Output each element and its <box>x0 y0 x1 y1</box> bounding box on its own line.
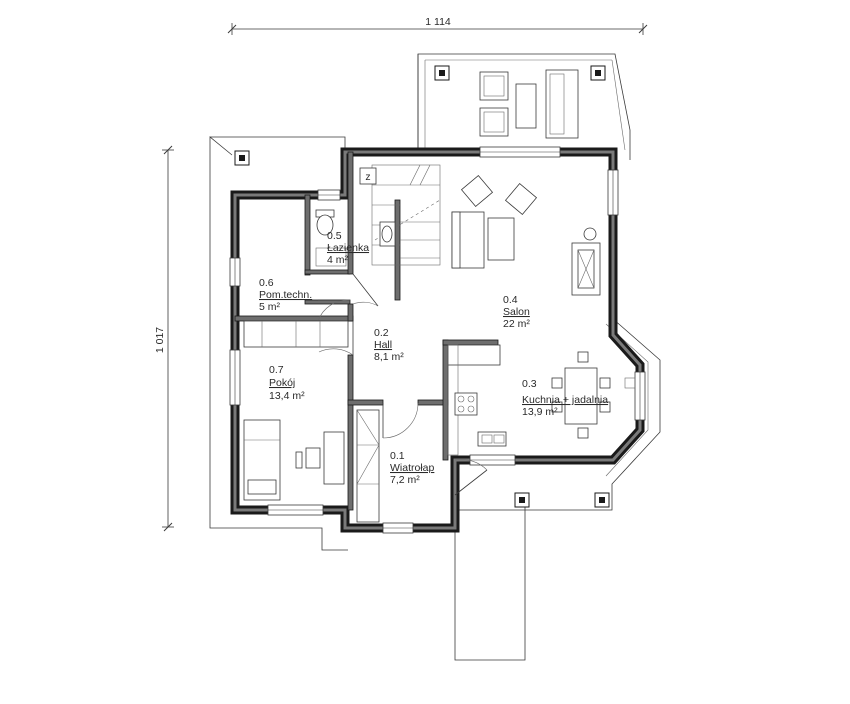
room-label-0-4: 0.4 Salon 22 m² <box>503 294 530 330</box>
door <box>454 459 488 496</box>
room-name: Wiatrołap <box>390 462 435 474</box>
door <box>318 321 354 356</box>
room-label-0-1: 0.1 Wiatrołap 7,2 m² <box>390 450 435 486</box>
room-name: Pom.techn. <box>259 289 312 301</box>
living-room-furniture <box>451 174 601 296</box>
doors <box>317 273 488 496</box>
door <box>382 402 419 439</box>
room-name: Hall <box>374 339 392 351</box>
window <box>634 371 646 421</box>
bedroom-furniture <box>243 419 345 501</box>
toilet-icon <box>315 209 335 236</box>
sofa-icon <box>451 211 485 269</box>
room-name: Salon <box>503 306 530 318</box>
dining-chair <box>624 377 636 389</box>
terrace-table <box>515 83 537 129</box>
stair-mark: z <box>365 171 370 183</box>
kitchen-sink-icon <box>477 431 507 447</box>
room-number: 0.5 <box>327 230 342 242</box>
bed-icon <box>243 419 281 501</box>
fireplace-icon <box>571 227 601 296</box>
armchair-icon <box>479 107 509 137</box>
room-label-0-7: 0.7 Pokój 13,4 m² <box>269 364 305 402</box>
internal-walls <box>234 151 499 511</box>
kitchen-counter <box>447 344 501 366</box>
armchair-icon <box>460 174 494 208</box>
width-dimension-label: 1 114 <box>425 16 451 28</box>
room-number: 0.7 <box>269 364 284 376</box>
room-area: 13,9 m² <box>522 406 558 418</box>
dining-table-icon <box>551 351 611 439</box>
height-dimension-label: 1 017 <box>154 327 166 353</box>
pillar <box>434 65 450 81</box>
pillar <box>590 65 606 81</box>
armchair-icon <box>479 71 509 101</box>
sink-icon <box>379 221 396 247</box>
width-dimension: 1 114 <box>227 16 648 35</box>
room-label-0-2: 0.2 Hall 8,1 m² <box>374 327 404 363</box>
door <box>317 299 351 322</box>
window <box>607 169 619 216</box>
room-number: 0.4 <box>503 294 518 306</box>
room-name: Kuchnia + jadalnia <box>522 394 608 406</box>
window <box>317 189 341 201</box>
room-number: 0.3 <box>522 378 537 390</box>
room-area: 7,2 m² <box>390 474 420 486</box>
room-area: 4 m² <box>327 254 349 266</box>
shower-tray <box>315 247 347 267</box>
pillar <box>514 492 530 508</box>
window <box>229 349 241 406</box>
door <box>352 273 379 307</box>
external-walls <box>230 147 645 533</box>
terrace-furniture <box>479 69 579 139</box>
window <box>229 257 241 287</box>
terrace-outlines <box>209 53 661 661</box>
room-name: Pokój <box>269 377 295 389</box>
room-label-0-6: 0.6 Pom.techn. 5 m² <box>259 277 312 313</box>
room-area: 22 m² <box>503 318 530 330</box>
kitchen-furniture <box>447 344 636 456</box>
room-label-0-5: 0.5 Łazienka 4 m² <box>327 230 369 266</box>
desk-icon <box>295 431 345 485</box>
window <box>469 454 516 466</box>
pillars <box>234 65 610 508</box>
vestibule-wardrobe <box>356 409 380 523</box>
room-area: 8,1 m² <box>374 351 404 363</box>
height-dimension: 1 017 <box>154 145 174 532</box>
room-area: 5 m² <box>259 301 281 313</box>
armchair-icon <box>504 182 538 216</box>
terrace-sofa-icon <box>545 69 579 139</box>
window <box>267 504 324 516</box>
pillar <box>594 492 610 508</box>
bathroom-fixtures <box>315 209 396 267</box>
pillar <box>234 150 250 166</box>
staircase: z <box>359 164 441 266</box>
room-number: 0.6 <box>259 277 274 289</box>
stair-mark-box <box>359 167 377 185</box>
window <box>382 522 414 534</box>
window <box>479 146 561 158</box>
coffee-table <box>487 217 515 261</box>
room-area: 13,4 m² <box>269 390 305 402</box>
windows <box>229 146 646 534</box>
room-number: 0.2 <box>374 327 389 339</box>
room-label-0-3: 0.3 Kuchnia + jadalnia 13,9 m² <box>522 378 608 418</box>
hob-icon <box>454 392 478 416</box>
room-name: Łazienka <box>327 242 369 254</box>
technical-room-cabinet <box>243 320 349 348</box>
room-number: 0.1 <box>390 450 405 462</box>
